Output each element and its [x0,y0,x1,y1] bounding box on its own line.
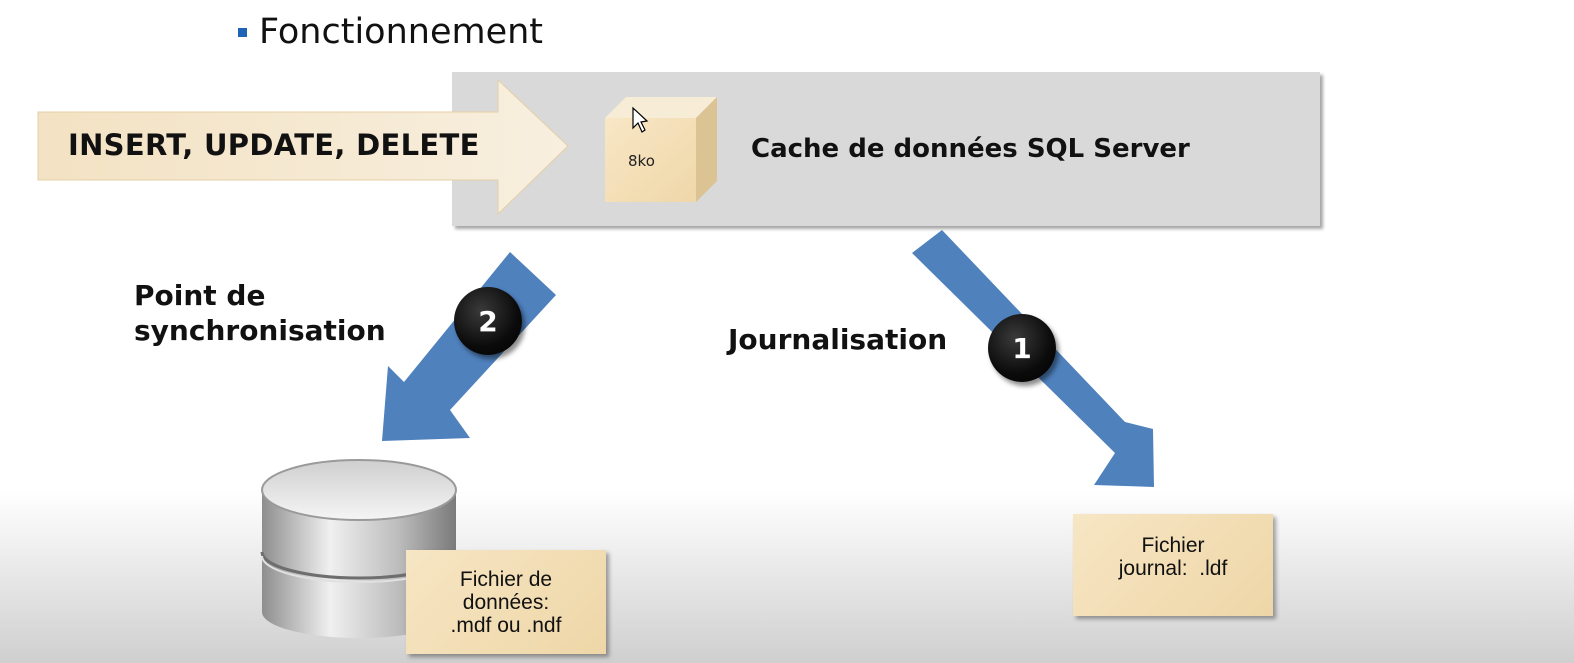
data-file-line3: .mdf ou .ndf [450,613,562,637]
operations-arrow-label: INSERT, UPDATE, DELETE [68,128,480,162]
data-cache-box [452,72,1320,226]
log-file-line2: journal: .ldf [1118,557,1228,580]
sync-point-label: Point de synchronisation [134,278,434,348]
journal-label: Journalisation [728,323,948,356]
data-file-line2: données: [462,590,550,614]
log-file-note: Fichier journal: .ldf [1073,514,1273,616]
page-size-label: 8ko [628,152,655,170]
title-bullet-icon [238,27,247,37]
mouse-cursor-icon [632,106,649,133]
step-1-badge: 1 [988,314,1056,382]
sync-label-line2: synchronisation [134,314,386,347]
title-text: Fonctionnement [259,12,544,52]
page-cube-icon [605,97,717,202]
slide-title: Fonctionnement [238,10,543,54]
sync-label-line1: Point de [134,279,266,312]
step-2-badge: 2 [454,287,522,355]
data-file-line1: Fichier de [459,567,553,591]
operations-arrow [37,78,569,216]
cache-label: Cache de données SQL Server [751,134,1190,164]
log-file-line1: Fichier [1141,534,1205,557]
data-file-note: Fichier de données: .mdf ou .ndf [406,550,606,654]
